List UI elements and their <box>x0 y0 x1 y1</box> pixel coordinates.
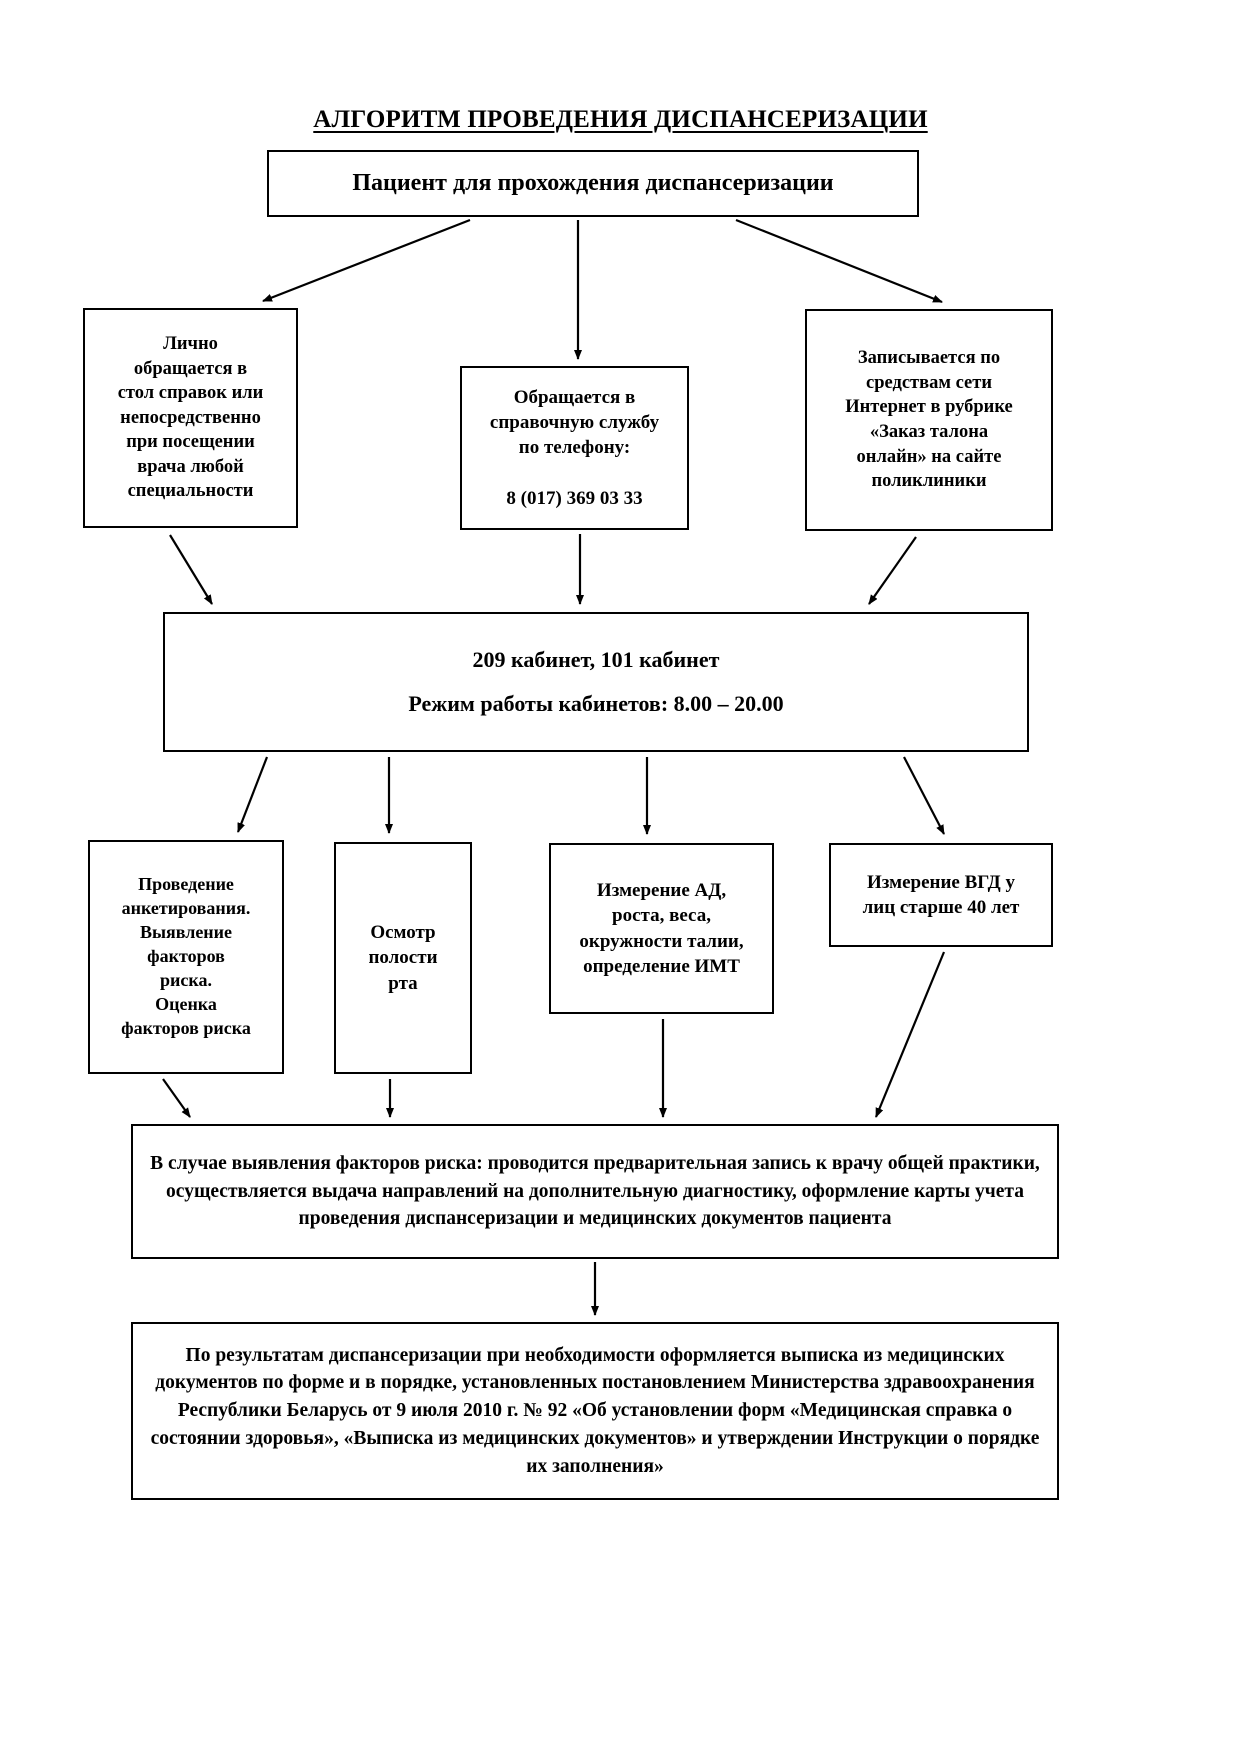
node-patient: Пациент для прохождения диспансеризации <box>267 150 919 217</box>
page-title: АЛГОРИТМ ПРОВЕДЕНИЯ ДИСПАНСЕРИЗАЦИИ <box>0 106 1241 134</box>
edge-patient-personal <box>262 218 471 303</box>
edge-cabinets-iop <box>903 756 945 835</box>
edge-personal-cabinets <box>169 534 213 605</box>
node-conclusion-label: По результатам диспансеризации при необх… <box>150 1344 1040 1477</box>
edge-iop-risk <box>874 951 946 1118</box>
node-vitals-measurement: Измерение АД, роста, веса, окружности та… <box>549 843 774 1014</box>
edge-online-cabinets <box>868 536 917 605</box>
edge-cabinets-survey <box>236 756 269 833</box>
node-risk-factors: В случае выявления факторов риска: прово… <box>131 1124 1059 1259</box>
node-phone-booking-label: Обращается в справочную службу по телефо… <box>489 386 660 509</box>
node-conclusion: По результатам диспансеризации при необх… <box>131 1322 1059 1500</box>
node-patient-label: Пациент для прохождения диспансеризации <box>352 169 834 196</box>
node-questionnaire: Проведение анкетирования. Выявление факт… <box>88 840 284 1074</box>
edge-patient-online <box>735 218 943 304</box>
node-oral-exam-label: Осмотр полости рта <box>368 922 438 994</box>
node-eye-pressure-label: Измерение ВГД у лиц старше 40 лет <box>862 871 1020 918</box>
node-cabinets-hours: 209 кабинет, 101 кабинет Режим работы ка… <box>163 612 1029 752</box>
node-risk-factors-label: В случае выявления факторов риска: прово… <box>150 1152 1040 1230</box>
node-cabinets-hours-label: 209 кабинет, 101 кабинет Режим работы ка… <box>408 647 784 716</box>
node-oral-exam: Осмотр полости рта <box>334 842 472 1074</box>
node-online-booking-label: Записывается по средствам сети Интернет … <box>845 348 1013 492</box>
edge-survey-risk <box>162 1078 191 1118</box>
node-questionnaire-label: Проведение анкетирования. Выявление факт… <box>121 874 251 1038</box>
node-personal-visit-label: Лично обращается в стол справок или непо… <box>117 333 264 502</box>
node-eye-pressure: Измерение ВГД у лиц старше 40 лет <box>829 843 1053 947</box>
node-online-booking: Записывается по средствам сети Интернет … <box>805 309 1053 531</box>
node-phone-booking: Обращается в справочную службу по телефо… <box>460 366 689 530</box>
node-vitals-measurement-label: Измерение АД, роста, веса, окружности та… <box>579 879 744 977</box>
page-title-text: АЛГОРИТМ ПРОВЕДЕНИЯ ДИСПАНСЕРИЗАЦИИ <box>313 106 928 133</box>
node-personal-visit: Лично обращается в стол справок или непо… <box>83 308 298 528</box>
